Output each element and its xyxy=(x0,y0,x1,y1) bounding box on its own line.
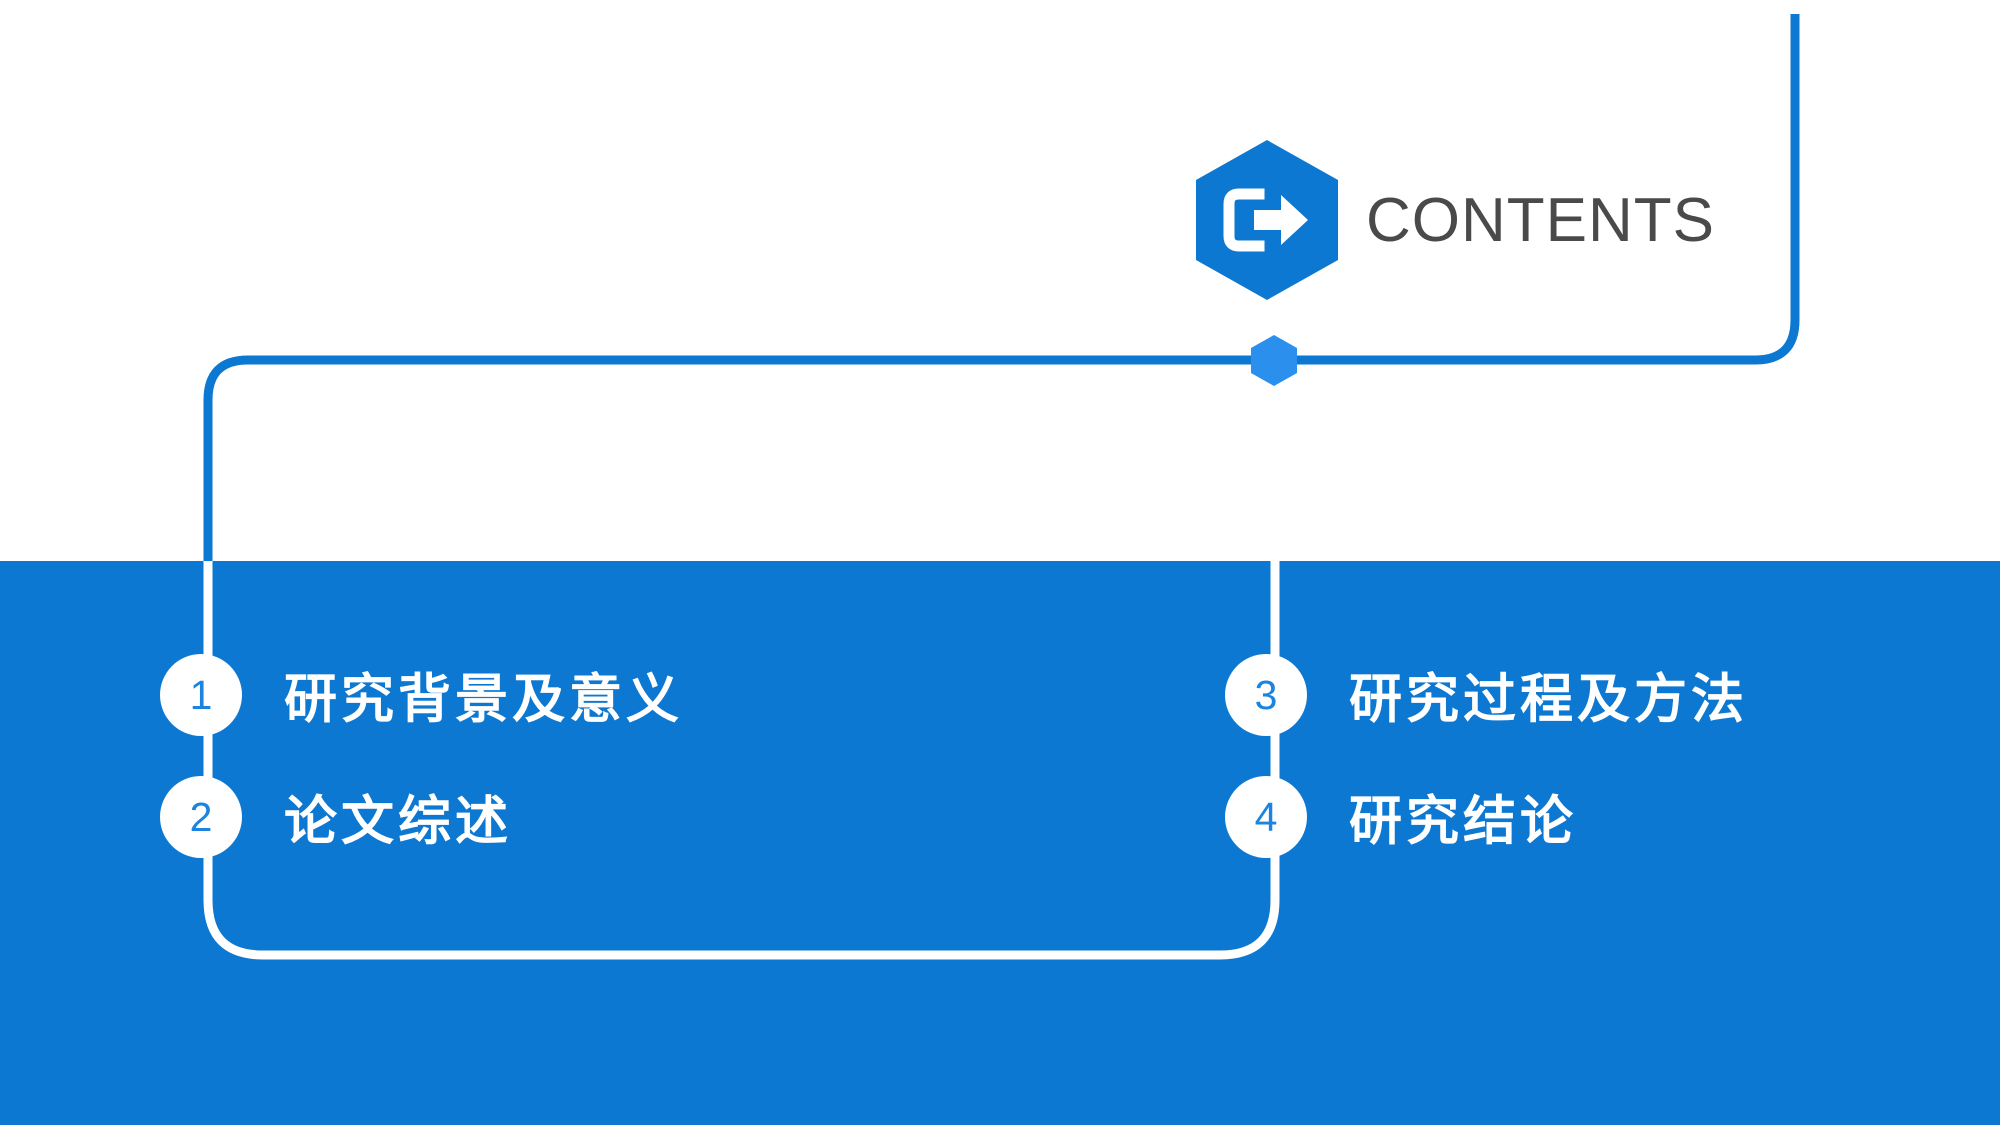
connector-top-left-line xyxy=(203,355,1270,561)
contents-item-2[interactable]: 2 论文综述 xyxy=(160,776,512,858)
export-arrow-glyph xyxy=(1223,188,1308,252)
export-arrow-hexagon-icon xyxy=(1196,140,1338,300)
connector-node-hexagon xyxy=(1251,335,1297,386)
blue-background-panel xyxy=(0,561,2000,1125)
item-number-badge: 2 xyxy=(160,776,242,858)
item-label: 研究过程及方法 xyxy=(1349,670,1748,729)
connector-bottom-loop xyxy=(203,561,1280,960)
item-number-badge: 4 xyxy=(1225,776,1307,858)
page-title: CONTENTS xyxy=(1366,185,1715,255)
contents-item-4[interactable]: 4 研究结论 xyxy=(1225,776,1577,858)
connector-top-right-line xyxy=(1290,14,1800,365)
header-block: CONTENTS xyxy=(1196,140,1715,300)
item-label: 论文综述 xyxy=(284,792,512,851)
contents-item-1[interactable]: 1 研究背景及意义 xyxy=(160,654,683,736)
item-label: 研究结论 xyxy=(1349,792,1577,851)
item-label: 研究背景及意义 xyxy=(284,670,683,729)
item-number-badge: 3 xyxy=(1225,654,1307,736)
contents-item-3[interactable]: 3 研究过程及方法 xyxy=(1225,654,1748,736)
item-number-badge: 1 xyxy=(160,654,242,736)
